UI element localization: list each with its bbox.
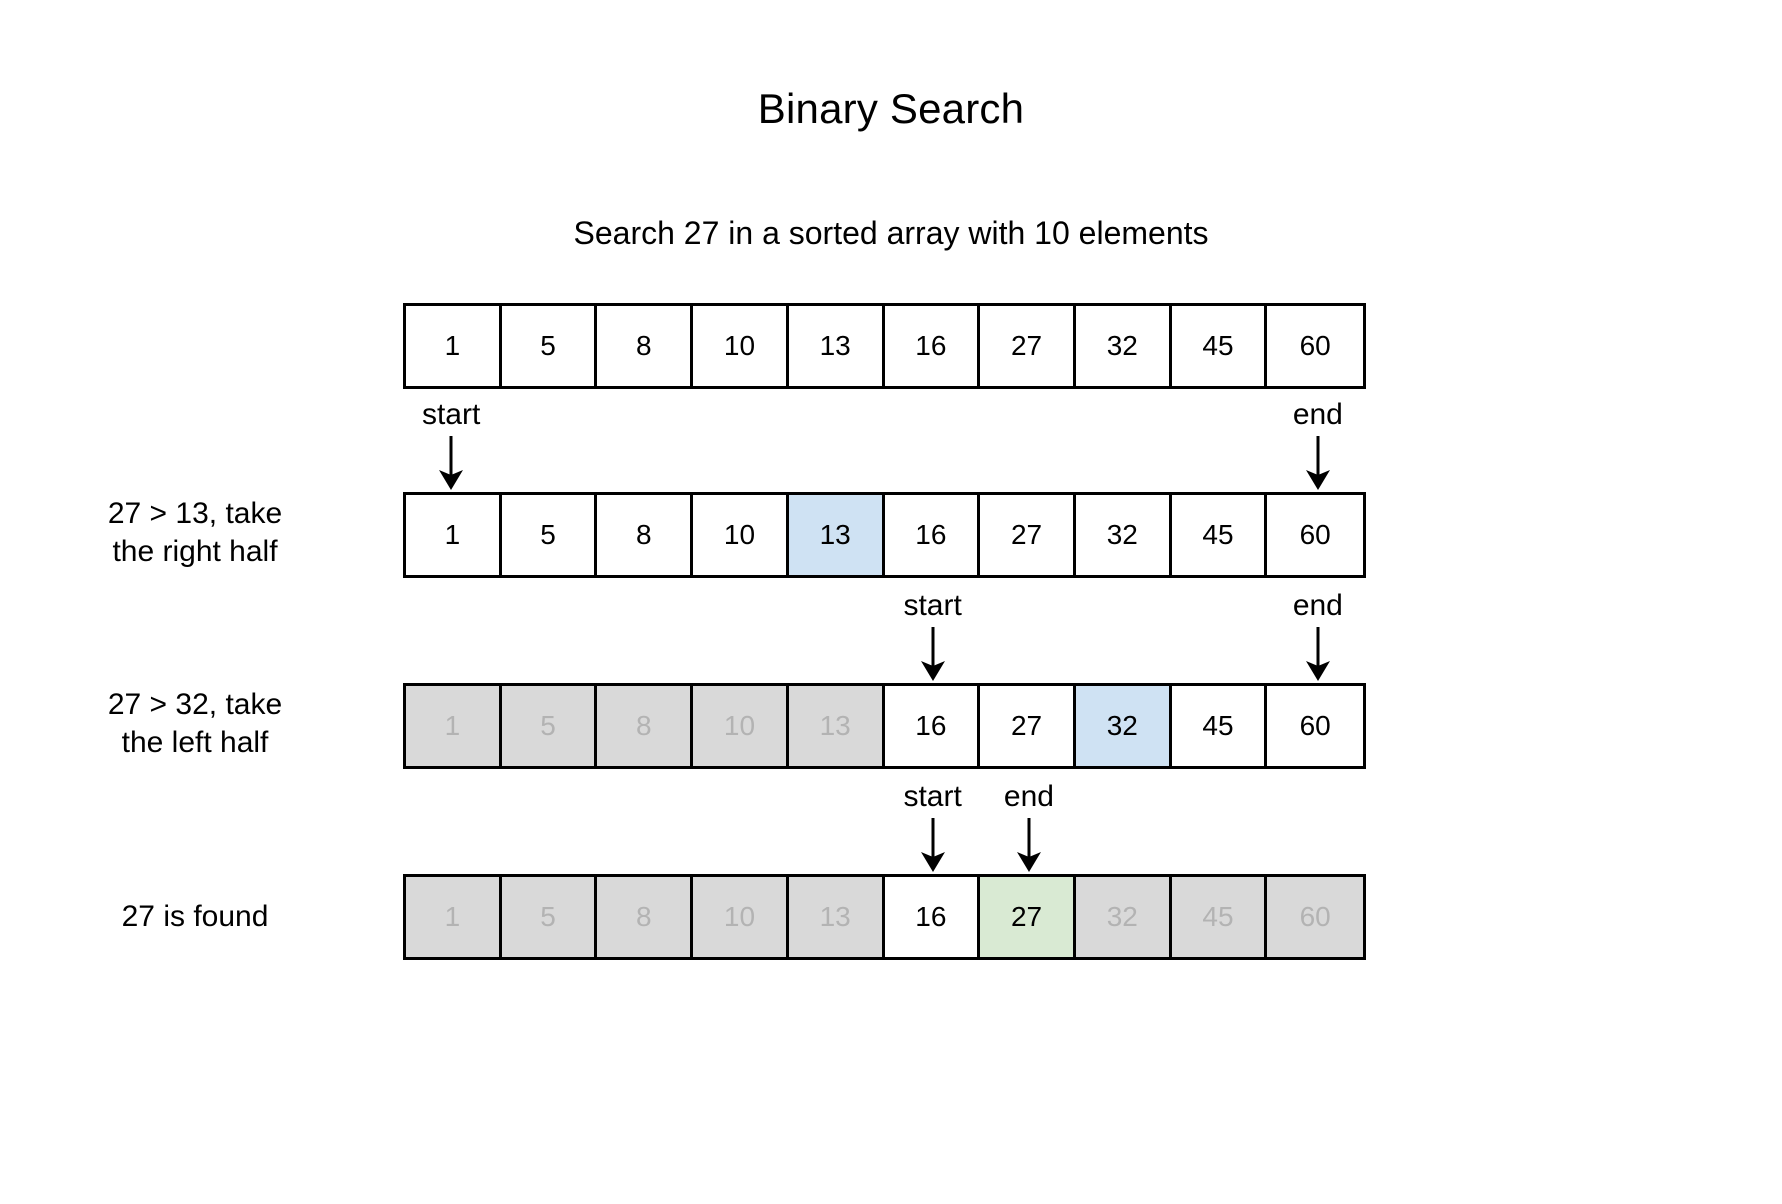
page-title: Binary Search (757, 85, 1025, 132)
array-cell: 45 (1171, 686, 1268, 766)
array-cell: 5 (501, 306, 598, 386)
array-cell: 1 (406, 306, 502, 386)
pointer-label: start (903, 780, 962, 813)
array-cell: 5 (501, 877, 598, 957)
array-cell: 27 (980, 306, 1076, 386)
pointer-end: end (1248, 400, 1388, 490)
pointer-label: end (1292, 589, 1343, 622)
step-caption-1: 27 > 13, take the right half (30, 495, 360, 572)
down-arrow-icon (920, 627, 945, 681)
array-cell: 8 (597, 495, 694, 575)
caption-line: 27 > 13, take (107, 497, 283, 530)
pointer-start: start (863, 591, 1003, 681)
array-cell: 10 (693, 877, 789, 957)
pointer-label: end (1292, 398, 1343, 431)
array-cell: 10 (693, 495, 789, 575)
pointer-end: end (959, 782, 1099, 872)
down-arrow-icon (920, 818, 945, 872)
array-cell: 32 (1075, 877, 1172, 957)
diagram-subtitle: Search 27 in a sorted array with 10 elem… (573, 215, 1209, 251)
array-cell: 32 (1075, 686, 1172, 766)
pointer-markers-1: start end (403, 400, 1366, 492)
array-cell: 13 (788, 877, 885, 957)
array-cell: 27 (980, 495, 1076, 575)
step-caption-2: 27 > 32, take the left half (30, 686, 360, 763)
down-arrow-icon (1305, 627, 1330, 681)
array-cell: 13 (788, 686, 885, 766)
array-cell: 8 (597, 686, 694, 766)
array-cell: 1 (406, 495, 502, 575)
array-cell: 45 (1171, 877, 1268, 957)
array-cell: 13 (788, 495, 885, 575)
array-cell: 13 (788, 306, 885, 386)
array-cell: 60 (1267, 686, 1364, 766)
array-cell: 27 (980, 877, 1076, 957)
caption-line: the right half (112, 535, 278, 569)
array-cell: 32 (1075, 495, 1172, 575)
pointer-label: start (903, 589, 962, 622)
array-cell: 1 (406, 877, 502, 957)
array-cell: 60 (1267, 306, 1364, 386)
array-cell: 16 (884, 495, 981, 575)
caption-line: 27 > 32, take (107, 688, 283, 721)
array-cell: 27 (980, 686, 1076, 766)
down-arrow-icon (1016, 818, 1041, 872)
array-cell: 60 (1267, 495, 1364, 575)
array-cell: 10 (693, 306, 789, 386)
caption-line: the left half (121, 726, 269, 760)
pointer-start: start (863, 782, 1003, 872)
array-cell: 1 (406, 686, 502, 766)
pointer-markers-2: start end (403, 591, 1366, 683)
array-cell: 60 (1267, 877, 1364, 957)
pointer-label: end (1003, 780, 1054, 813)
array-cell: 45 (1171, 306, 1268, 386)
array-cell: 8 (597, 877, 694, 957)
pointer-markers-3: start end (403, 782, 1366, 874)
array-cell: 16 (884, 306, 981, 386)
array-cell: 16 (884, 877, 981, 957)
pointer-label: start (421, 398, 481, 431)
array-cell: 16 (884, 686, 981, 766)
array-cell: 45 (1171, 495, 1268, 575)
array-cell: 5 (501, 495, 598, 575)
down-arrow-icon (439, 436, 464, 490)
array-cell: 5 (501, 686, 598, 766)
array-cell: 32 (1075, 306, 1172, 386)
array-cell: 10 (693, 686, 789, 766)
pointer-end: end (1248, 591, 1388, 681)
down-arrow-icon (1305, 436, 1330, 490)
array-cell: 8 (597, 306, 694, 386)
caption-line: 27 is found (121, 900, 269, 933)
pointer-start: start (381, 400, 521, 490)
step-caption-3: 27 is found (30, 898, 360, 936)
